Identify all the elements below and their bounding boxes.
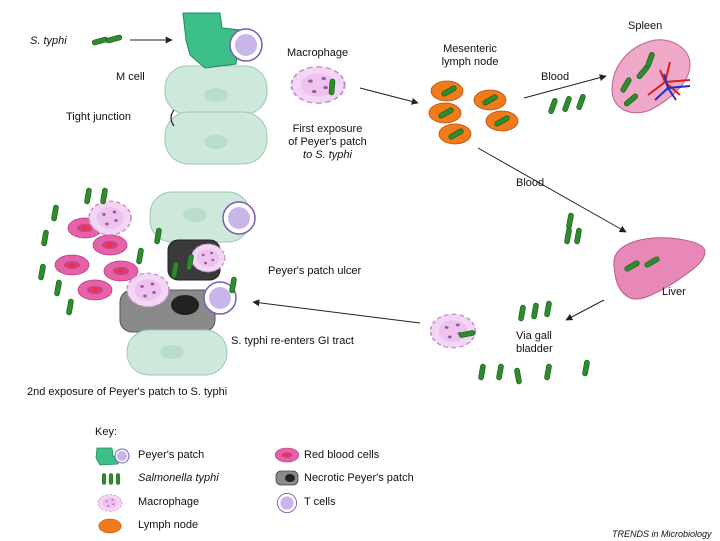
spleen xyxy=(611,39,691,114)
label-liver: Liver xyxy=(662,286,686,298)
label-via-gall-1: Via gall xyxy=(516,330,552,342)
blood-bacteria-top xyxy=(547,93,587,115)
label-m-cell: M cell xyxy=(116,71,145,83)
label-tight-junction: Tight junction xyxy=(66,111,132,123)
label-spleen: Spleen xyxy=(628,20,663,32)
key-icons xyxy=(95,447,300,534)
key-lymph-node: Lymph node xyxy=(138,519,199,531)
incoming-bacteria xyxy=(91,34,123,46)
liver xyxy=(613,237,706,300)
label-mesenteric-1: Mesenteric xyxy=(443,43,497,55)
label-second-exposure: 2nd exposure of Peyer's patch to S. typh… xyxy=(27,386,228,398)
label-via-gall-2: bladder xyxy=(516,343,553,355)
key-salmonella: Salmonella typhi xyxy=(138,472,219,484)
key-peyers-patch: Peyer's patch xyxy=(138,449,205,461)
label-first-exposure-1: First exposure xyxy=(292,123,363,135)
m-cell xyxy=(182,12,241,69)
key-macrophage: Macrophage xyxy=(138,496,200,508)
label-macrophage: Macrophage xyxy=(287,47,349,59)
tight-junction-mark xyxy=(170,109,175,127)
key-t-cells: T cells xyxy=(304,496,336,508)
second-exposure-cluster xyxy=(37,187,256,376)
label-mesenteric-2: lymph node xyxy=(441,56,499,68)
label-first-exposure-2: of Peyer's patch xyxy=(288,136,367,148)
label-blood-top: Blood xyxy=(541,71,570,83)
lymph-node-cluster xyxy=(428,80,519,145)
arrow-to-lymph xyxy=(359,87,419,105)
t-cell-top xyxy=(229,28,263,62)
label-first-exposure-3: to S. typhi xyxy=(303,149,352,161)
label-reenters: S. typhi re-enters GI tract xyxy=(231,335,354,347)
arrow-reenter xyxy=(252,299,421,324)
macrophage-first xyxy=(290,65,346,105)
macrophage-return xyxy=(429,313,477,349)
key-necrotic: Necrotic Peyer's patch xyxy=(304,472,414,484)
blood-bacteria-mid xyxy=(563,212,583,245)
key-title: Key: xyxy=(95,426,118,438)
arrow-to-liver xyxy=(477,147,627,233)
label-credit: TRENDS in Microbiology xyxy=(612,529,712,539)
epithelium-top xyxy=(164,65,268,165)
label-s-typhi-top: S. typhi xyxy=(30,35,67,47)
arrow-to-gall xyxy=(565,299,605,321)
label-blood-mid: Blood xyxy=(516,177,545,189)
arrow-to-spleen xyxy=(523,74,607,99)
label-ulcer: Peyer's patch ulcer xyxy=(268,265,362,277)
key-red-blood-cells: Red blood cells xyxy=(304,449,380,461)
